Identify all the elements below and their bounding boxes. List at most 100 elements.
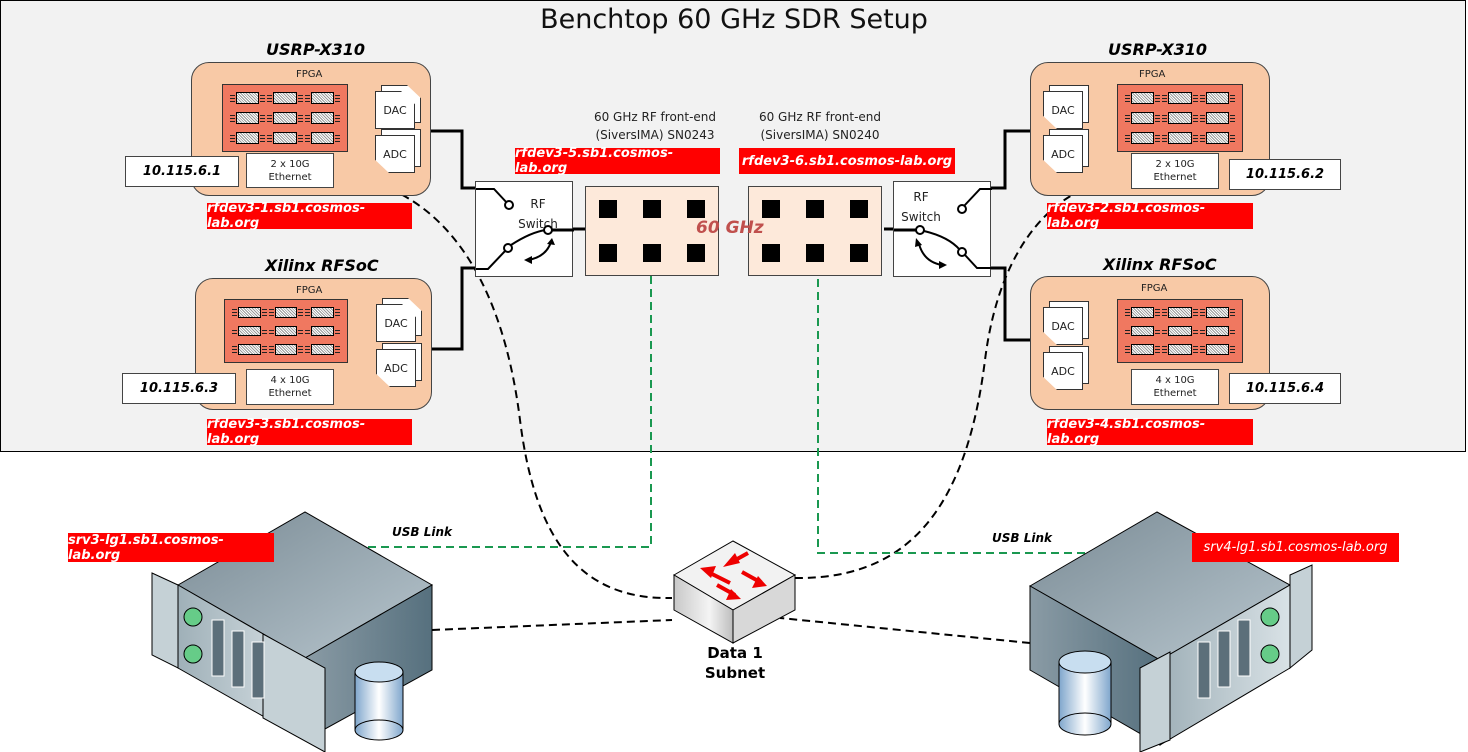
logic-cell (229, 132, 266, 144)
logic-cell (229, 92, 266, 104)
dac-block: DAC (375, 85, 421, 135)
logic-cell (1199, 344, 1236, 355)
fpga-label: FPGA (296, 285, 323, 296)
switch-symbol-icon (894, 188, 992, 269)
ethernet-link-server-left (431, 619, 673, 631)
adc-block: ADC (375, 129, 421, 179)
network-switch-icon (673, 540, 797, 644)
logic-cell (232, 344, 267, 355)
logic-cell (1162, 325, 1199, 337)
logic-cell (1124, 112, 1161, 124)
logic-cell (1199, 132, 1236, 144)
antenna-element-icon (762, 244, 780, 262)
fpga-chip-array (222, 84, 348, 152)
fpga-label: FPGA (1139, 69, 1166, 80)
frontend-right-label: 60 GHz RF front-end(SiversIMA) SN0240 (758, 110, 882, 142)
logic-cell (268, 307, 303, 318)
logic-cell (1124, 325, 1161, 337)
dac-block: DAC (1043, 85, 1089, 135)
logic-cell (229, 112, 266, 124)
logic-cell (1199, 307, 1236, 318)
antenna-element-icon (850, 200, 868, 218)
dac-block: DAC (1043, 301, 1089, 351)
logic-cell (1162, 112, 1199, 124)
antenna-element-icon (687, 244, 705, 262)
hostname-usrp-left: rfdev3-1.sb1.cosmos-lab.org (207, 201, 412, 231)
logic-cell (1162, 132, 1199, 144)
adc-block: ADC (376, 343, 422, 393)
logic-cell (1124, 132, 1161, 144)
logic-cell (1199, 112, 1236, 124)
antenna-element-icon (687, 200, 705, 218)
usb-link-label-right: USB Link (992, 531, 1052, 545)
hostname-usrp-right: rfdev3-2.sb1.cosmos-lab.org (1047, 201, 1253, 231)
logic-cell (304, 132, 341, 144)
frontend-left-label: 60 GHz RF front-end(SiversIMA) SN0243 (593, 110, 717, 142)
diagram-title: Benchtop 60 GHz SDR Setup (540, 4, 928, 35)
ip-address-usrp-left: 10.115.6.1 (125, 156, 239, 187)
logic-cell (305, 325, 340, 337)
antenna-element-icon (762, 200, 780, 218)
logic-cell (232, 325, 267, 337)
logic-cell (1124, 92, 1161, 104)
logic-cell (267, 112, 304, 124)
rfsoc-left-title: Xilinx RFSoC (265, 256, 379, 275)
logic-cell (305, 344, 340, 355)
usb-link-label-left: USB Link (392, 525, 452, 539)
adc-block: ADC (1043, 346, 1089, 396)
fpga-label: FPGA (296, 69, 323, 80)
logic-cell (304, 112, 341, 124)
hostname-frontend-right: rfdev3-6.sb1.cosmos-lab.org (739, 148, 955, 174)
logic-cell (268, 325, 303, 337)
logic-cell (232, 307, 267, 318)
logic-cell (1162, 307, 1199, 318)
hostname-server-right: srv4-lg1.sb1.cosmos-lab.org (1192, 533, 1399, 562)
logic-cell (267, 92, 304, 104)
usrp-left-title: USRP-X310 (266, 40, 366, 59)
hostname-frontend-left: rfdev3-5.sb1.cosmos-lab.org (515, 146, 720, 176)
logic-cell (1199, 325, 1236, 337)
antenna-element-icon (643, 200, 661, 218)
ip-address-usrp-right: 10.115.6.2 (1229, 159, 1341, 190)
logic-cell (1199, 92, 1236, 104)
switch-symbol-icon (476, 188, 574, 270)
ip-address-rfsoc-right: 10.115.6.4 (1229, 373, 1341, 404)
fpga-chip-array (224, 299, 348, 363)
wireless-link-label: 60 GHz (696, 218, 764, 238)
antenna-element-icon (643, 244, 661, 262)
dac-block: DAC (376, 298, 422, 348)
usrp-right-title: USRP-X310 (1108, 40, 1208, 59)
fpga-chip-array (1117, 299, 1243, 363)
hostname-server-left: srv3-lg1.sb1.cosmos-lab.org (68, 533, 274, 563)
logic-cell (267, 132, 304, 144)
adc-block: ADC (1043, 129, 1089, 179)
logic-cell (304, 92, 341, 104)
antenna-element-icon (850, 244, 868, 262)
antenna-element-icon (806, 200, 824, 218)
logic-cell (1162, 344, 1199, 355)
logic-cell (1124, 344, 1161, 355)
fpga-label: FPGA (1141, 283, 1168, 294)
ip-address-rfsoc-left: 10.115.6.3 (122, 373, 236, 404)
rfsoc-right-title: Xilinx RFSoC (1103, 255, 1217, 274)
ethernet-link-server-right (779, 617, 1031, 644)
logic-cell (268, 344, 303, 355)
logic-cell (1162, 92, 1199, 104)
logic-cell (305, 307, 340, 318)
rf-frontend-left (585, 186, 719, 276)
antenna-element-icon (806, 244, 824, 262)
antenna-element-icon (599, 200, 617, 218)
hostname-rfsoc-right: rfdev3-4.sb1.cosmos-lab.org (1047, 417, 1253, 447)
fpga-chip-array (1117, 84, 1243, 152)
antenna-element-icon (599, 244, 617, 262)
hostname-rfsoc-left: rfdev3-3.sb1.cosmos-lab.org (207, 417, 412, 447)
logic-cell (1124, 307, 1161, 318)
